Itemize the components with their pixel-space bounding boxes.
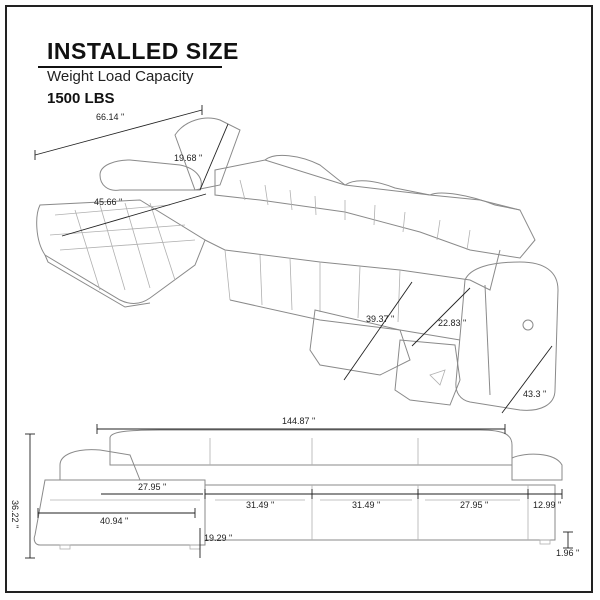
weight-capacity-label: Weight Load Capacity (47, 68, 194, 85)
isometric-dimensions: 66.14 " 19.68 " 45.66 " 39.37 " 22.83 " … (34, 105, 553, 414)
title-underline (38, 66, 222, 68)
dim-line-headrest-depth (199, 123, 229, 191)
weight-capacity-value: 1500 LBS (47, 90, 115, 107)
sofa-isometric-view (36, 117, 559, 411)
dim-headrest-depth: 19.68 " (174, 153, 202, 163)
sofa-front-view (33, 429, 563, 550)
dim-footrest-extension: 39.37 " (366, 314, 394, 324)
dim-line-chaise-length (34, 109, 203, 156)
dim-seat-width-1: 31.49 " (246, 500, 274, 510)
dim-arm-width: 12.99 " (533, 500, 561, 510)
dim-line-arm-height (501, 345, 553, 414)
dim-total-height: 36.22 " (10, 500, 20, 528)
dim-arm-height: 43.3 " (523, 389, 546, 399)
dim-seat-height: 19.29 " (204, 533, 232, 543)
dim-chaise-length: 66.14 " (96, 112, 124, 122)
dim-leg-height: 1.96 " (556, 548, 579, 558)
dim-chaise-depth: 45.66 " (94, 197, 122, 207)
dim-seat-width-2: 31.49 " (352, 500, 380, 510)
dim-line-footrest-extension (343, 281, 413, 381)
dim-line-chaise-depth (61, 193, 207, 237)
front-dimensions: 144.87 " 36.22 " 27.95 " 31.49 " 31.49 "… (10, 416, 579, 559)
dim-total-width: 144.87 " (282, 416, 315, 426)
image-border (5, 5, 593, 593)
dim-chaise-width: 40.94 " (100, 516, 128, 526)
dim-line-seat-depth (411, 287, 471, 347)
dim-seat-width-3: 27.95 " (460, 500, 488, 510)
dim-seat-depth: 22.83 " (438, 318, 466, 328)
page-title: INSTALLED SIZE (47, 38, 239, 64)
dim-chaise-seat-width: 27.95 " (138, 482, 166, 492)
